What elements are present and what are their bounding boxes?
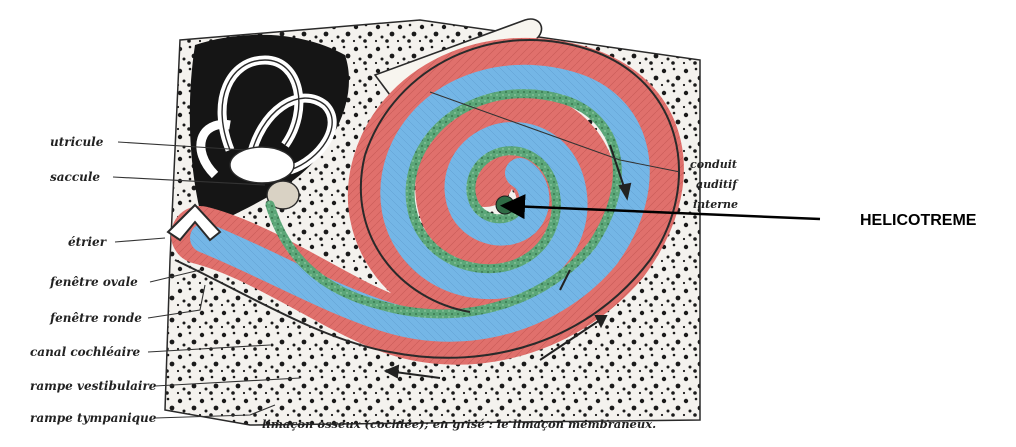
utricule-shape [230, 147, 294, 183]
label-rampe-vestibulaire: rampe vestibulaire [30, 379, 157, 393]
caption-text: limaçon osseux (cochlée); en grisé : le … [262, 417, 656, 431]
label-canal-cochleaire: canal cochléaire [30, 345, 141, 359]
label-conduit-3: interne [693, 198, 738, 211]
label-etrier: étrier [68, 235, 108, 249]
label-conduit-2: auditif [696, 178, 739, 191]
label-fenetre-ovale: fenêtre ovale [49, 275, 138, 289]
label-conduit-1: conduit [690, 158, 737, 171]
label-saccule: saccule [50, 170, 100, 184]
helicotreme-label: HELICOTREME [860, 212, 977, 229]
label-utricule: utricule [50, 135, 104, 149]
label-fenetre-ronde: fenêtre ronde [49, 311, 142, 325]
label-rampe-tympanique: rampe tympanique [30, 411, 157, 425]
